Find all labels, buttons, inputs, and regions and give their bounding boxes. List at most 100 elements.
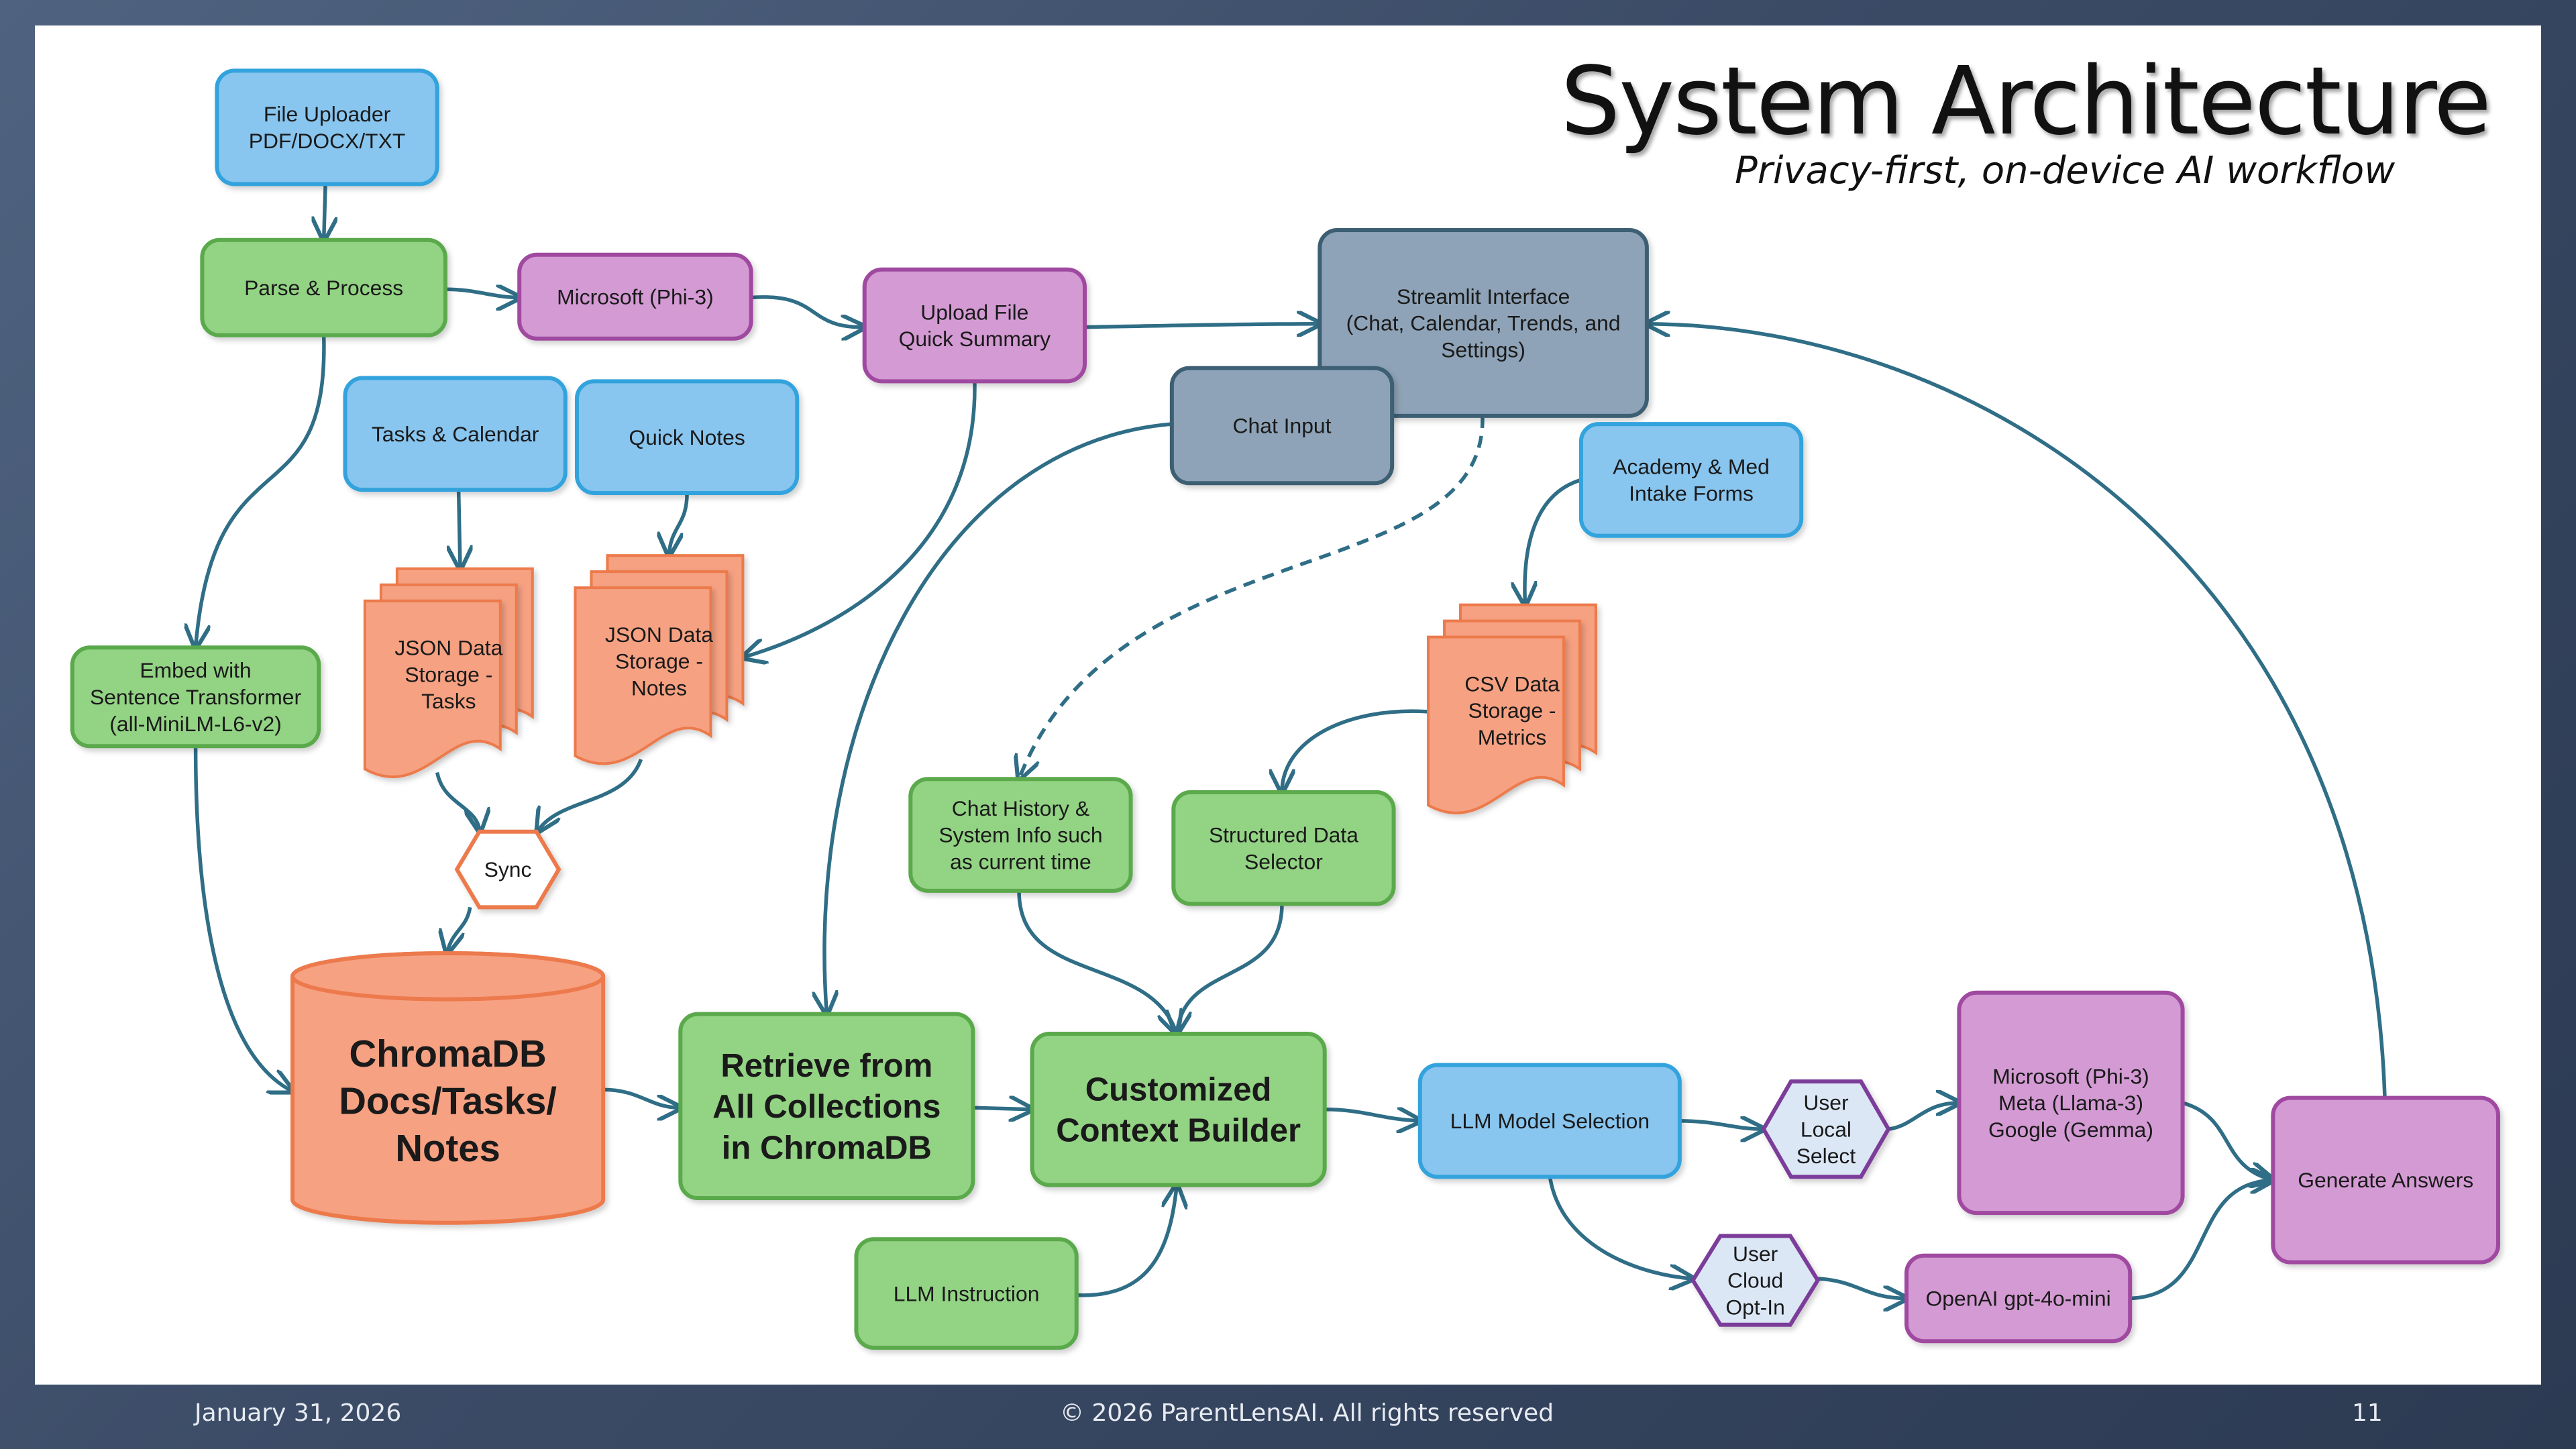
edge-context-llmsel [1324,1110,1420,1121]
node-retrieve-label: in ChromaDB [722,1130,932,1166]
node-upload-summary-label: Upload File [920,300,1028,324]
node-chat-input-label: Chat Input [1233,414,1332,438]
edge-generate-streamlit [1647,324,2387,1098]
node-phi3-summary-model-label: Microsoft (Phi-3) [557,284,714,309]
node-context-builder-label: Context Builder [1056,1113,1301,1149]
node-generate: Generate Answers [2271,1095,2501,1265]
edge-instruction-context [1076,1185,1177,1297]
node-quick-notes: Quick Notes [574,379,800,496]
node-local-models: Microsoft (Phi-3)Meta (Llama-3)Google (G… [1957,990,2185,1216]
node-json-tasks-label: Storage - [405,662,492,686]
node-chat-history: Chat History & System Info such as current… [908,777,1133,893]
edge-structured-context [1177,904,1284,1034]
edge-jsonnotes-sync [537,758,643,832]
diagram-edges [196,184,2387,1301]
node-tasks-calendar: Tasks & Calendar [343,376,568,492]
node-chat-history-label: as current time [950,850,1091,874]
node-chromadb-label: Notes [395,1127,500,1169]
node-embed-label: Embed with [140,658,251,682]
node-sync-label: Sync [484,857,532,881]
node-embed-label: Sentence Transformer [90,685,301,709]
node-chromadb-label: Docs/Tasks/ [339,1079,557,1122]
edge-parse-phi3 [445,289,519,297]
node-llm-selection: LLM Model Selection [1417,1063,1682,1179]
node-local-models-label: Google (Gemma) [1988,1118,2153,1142]
edge-jsontasks-sync [435,771,480,832]
node-parse-process-label: Parse & Process [244,276,403,300]
slide-subtitle: Privacy-first, on-device AI workflow [1735,149,2395,193]
edge-history-context [1017,890,1177,1034]
node-chat-input: Chat Input [1169,366,1395,486]
node-json-notes-label: Storage - [615,649,703,674]
node-csv-metrics-label: Metrics [1478,725,1547,749]
node-streamlit-label: (Chat, Calendar, Trends, and [1346,311,1621,335]
edge-upload-streamlit [1084,324,1320,327]
node-llm-instruction: LLM Instruction [854,1237,1079,1350]
node-llm-selection-label: LLM Model Selection [1450,1109,1650,1133]
node-chat-history-label: Chat History & [952,796,1089,820]
node-parse-process: Parse & Process [200,237,447,337]
node-user-cloud-label: Cloud [1727,1269,1783,1293]
edge-tasks-jsontasks [459,490,460,569]
node-quick-notes-label: Quick Notes [629,425,745,449]
node-json-tasks-label: Tasks [421,689,476,713]
node-academy-forms-label: Academy & Med [1613,455,1770,479]
node-user-cloud-label: Opt-In [1725,1295,1785,1320]
edge-llmsel-usercloud [1548,1176,1693,1279]
page-number: 11 [2352,1399,2383,1427]
node-tasks-calendar-label: Tasks & Calendar [372,422,539,446]
node-csv-metrics-label: Storage - [1468,698,1556,722]
node-phi3-summary-model: Microsoft (Phi-3) [517,252,753,341]
slide-title: System Architecture [1560,47,2491,156]
edge-notes-jsonnotes [669,492,689,555]
node-sync: Sync [454,829,561,910]
edge-models-generate [2182,1101,2273,1180]
node-chromadb-label: ChromaDB [349,1032,546,1075]
node-user-local-label: Select [1796,1144,1856,1168]
edge-retrieve-context [973,1108,1032,1110]
node-user-cloud-label: User [1733,1242,1778,1266]
node-file-uploader-label: File Uploader [264,102,391,126]
node-json-tasks-label: JSON Data [394,636,502,660]
node-openai: OpenAI gpt-4o-mini [1904,1253,2133,1344]
node-embed-label: (all-MiniLM-L6-v2) [109,712,282,736]
edge-userlocal-models [1888,1103,1959,1131]
node-streamlit: Streamlit Interface(Chat, Calendar, Tren… [1318,228,1649,418]
edge-sync-chroma [447,906,472,953]
node-llm-instruction-label: LLM Instruction [894,1281,1040,1305]
edge-llmsel-userlocal [1679,1121,1764,1129]
node-retrieve-label: Retrieve from [720,1048,932,1084]
node-json-notes-label: Notes [631,676,687,700]
node-user-local-label: Local [1801,1117,1851,1141]
node-local-models-label: Microsoft (Phi-3) [1992,1064,2149,1088]
edge-usercloud-openai [1817,1277,1907,1298]
node-structured-selector-label: Selector [1244,849,1323,873]
node-chat-history-label: System Info such [938,823,1102,847]
node-openai-label: OpenAI gpt-4o-mini [1926,1287,2111,1311]
edge-streamlit-chathistory [1019,415,1485,779]
edge-academy-csv [1525,478,1582,604]
edge-openai-generate [2130,1180,2273,1301]
edge-chroma-retrieve [603,1087,680,1108]
edge-parse-embed [196,335,326,648]
footer-date: January 31, 2026 [195,1399,402,1427]
edge-upload-jsonnotes [743,381,977,657]
edge-chatinput-retrieve [824,422,1173,1014]
node-streamlit-label: Streamlit Interface [1397,284,1570,309]
node-json-notes-label: JSON Data [605,623,713,647]
node-structured-selector-label: Structured Data [1209,822,1358,847]
node-academy-forms-label: Intake Forms [1629,481,1754,505]
node-retrieve-label: All Collections [712,1089,941,1125]
